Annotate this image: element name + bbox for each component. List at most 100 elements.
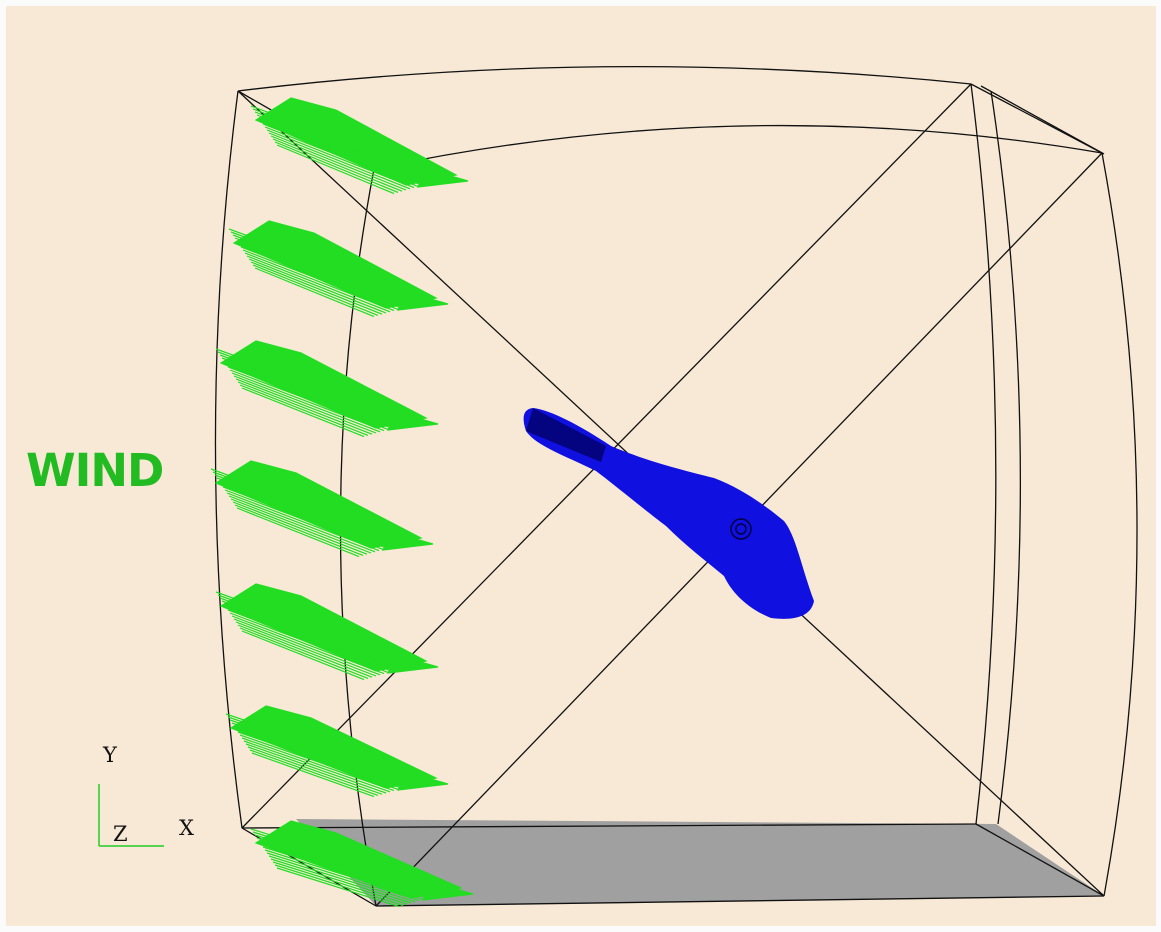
wind-arrow-shaft	[254, 834, 444, 894]
wind-arrow-shaft	[228, 228, 427, 302]
wind-arrow-shaft	[215, 348, 417, 422]
wind-arrow-shaft	[250, 261, 383, 315]
ground-plane	[296, 819, 1104, 906]
wind-arrow-shaft	[242, 249, 399, 310]
wind-arrow-shaft	[276, 867, 400, 908]
wind-arrow-shaft	[210, 468, 412, 542]
wind-arrow-shaft	[241, 630, 365, 681]
wind-arrow-head	[397, 771, 449, 791]
wind-arrow-shaft	[250, 828, 452, 892]
wind-arrow-shaft	[216, 477, 400, 546]
axis-label-y: Y	[103, 743, 117, 767]
wind-arrow-shaft	[219, 597, 409, 667]
axis-label-x: X	[179, 816, 194, 840]
wind-arrow-shaft	[258, 117, 431, 184]
coordinate-triad-icon	[98, 784, 164, 847]
wind-arrow-shaft	[214, 474, 404, 544]
wind-arrow-shaft	[225, 606, 397, 671]
background	[6, 6, 1156, 926]
wind-arrow-shaft	[229, 612, 389, 673]
wind-arrow-shaft	[246, 255, 391, 313]
wind-arrows	[210, 97, 474, 908]
wind-arrow-shaft	[266, 129, 415, 189]
wind-arrow-shaft	[224, 489, 384, 550]
wind-arrow-shaft	[219, 354, 409, 424]
wind-vector-icon	[228, 220, 449, 318]
wind-arrow-shaft	[221, 600, 405, 669]
wind-arrow-shaft	[235, 621, 377, 677]
wind-arrow-shaft	[258, 840, 436, 897]
wind-arrow-head	[422, 881, 474, 901]
wind-arrow-shaft	[256, 114, 435, 183]
wind-arrow-shaft	[230, 231, 423, 303]
wind-arrow-shaft	[237, 624, 373, 678]
wind-arrow-shaft	[270, 135, 407, 191]
wind-arrow-shaft	[262, 123, 423, 186]
wind-arrow-shaft	[252, 108, 443, 180]
wind-arrow-shaft	[232, 234, 419, 304]
wind-arrow-shaft	[231, 722, 415, 786]
back-left-edge	[214, 90, 243, 829]
back-right-edge	[970, 83, 997, 825]
wind-arrow-shaft	[245, 743, 387, 794]
wind-arrow-shaft	[272, 138, 403, 192]
wind-label: WIND	[26, 444, 164, 497]
wind-arrow-shaft	[276, 144, 395, 195]
axis-label-z: Z	[113, 822, 128, 846]
wind-arrow-shaft	[221, 357, 405, 426]
wind-arrow-shaft	[238, 243, 407, 308]
wind-arrow-shaft	[268, 132, 411, 190]
wind-arrow-shaft	[250, 105, 447, 179]
wind-arrow-shaft	[227, 609, 393, 672]
back-bottom-edge	[241, 823, 977, 829]
wind-arrow-shaft	[236, 507, 360, 558]
wind-arrow-shaft	[262, 846, 428, 899]
wind-arrow-shaft	[234, 237, 415, 306]
wind-arrow-shaft	[274, 141, 399, 193]
wind-vector-icon	[215, 340, 439, 438]
wind-arrow-shaft	[247, 746, 383, 795]
wind-arrow-shaft	[225, 713, 427, 782]
wind-arrow-shaft	[252, 264, 379, 316]
wind-arrow-shaft	[234, 504, 364, 556]
wind-arrow-shaft	[231, 615, 385, 675]
inner-right-arc	[990, 90, 1022, 825]
turbine-hub-inner	[735, 523, 747, 535]
turbine-blade	[523, 408, 814, 619]
wind-arrow-shaft	[215, 591, 417, 665]
wind-arrow-shaft	[254, 111, 439, 181]
edge-top-right	[970, 83, 1103, 154]
wind-arrow-shaft	[227, 716, 423, 783]
wind-arrow-head	[387, 654, 439, 674]
wind-vector-icon	[225, 705, 449, 798]
wind-arrow-shaft	[231, 372, 385, 432]
wind-arrow-shaft	[272, 861, 408, 905]
wind-arrow-shaft	[227, 366, 393, 429]
wind-arrow-shaft	[236, 240, 411, 307]
wind-arrow-shaft	[260, 843, 432, 898]
wind-arrow-shaft	[226, 492, 380, 552]
wind-arrow-shaft	[229, 369, 389, 430]
wind-arrow-head	[387, 411, 439, 431]
wind-arrow-head	[397, 291, 449, 311]
wind-arrow-shaft	[225, 363, 397, 428]
wind-arrow-shaft	[252, 831, 448, 893]
wind-arrow-shaft	[268, 855, 416, 903]
edge-bottom-right	[975, 823, 1105, 897]
wind-arrow-head	[382, 531, 434, 551]
wind-arrow-shaft	[264, 849, 424, 900]
viewport[interactable]: WIND Y Z X	[6, 6, 1156, 926]
turbine-shaft	[526, 408, 606, 462]
front-bottom-edge	[375, 895, 1105, 907]
wind-arrow-head	[417, 168, 469, 188]
wind-arrow-shaft	[233, 618, 381, 676]
wind-arrow-shaft	[228, 495, 376, 553]
wind-arrow-shaft	[270, 858, 412, 904]
front-right-edge	[1101, 152, 1138, 897]
wind-arrow-shaft	[254, 267, 375, 318]
wind-arrow-shaft	[274, 864, 404, 906]
front-top-edge	[373, 124, 1103, 170]
wind-arrow-shaft	[237, 381, 373, 435]
back-top-edge	[237, 65, 972, 92]
wind-arrow-shaft	[260, 120, 427, 185]
